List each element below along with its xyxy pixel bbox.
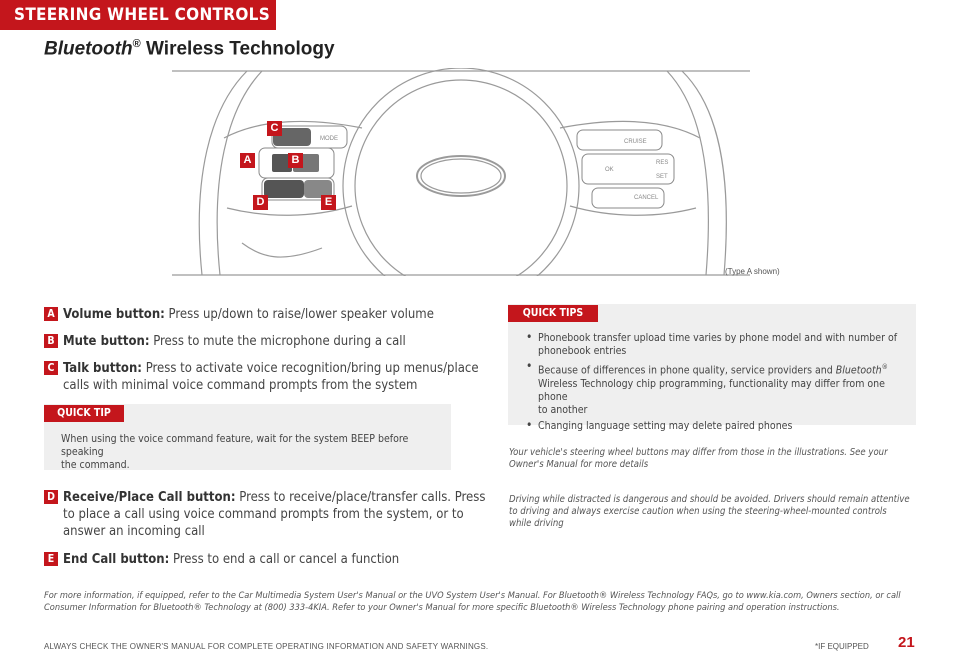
- item-letter: B: [44, 334, 58, 348]
- item-letter: D: [44, 490, 58, 504]
- quick-tip-line: When using the voice command feature, wa…: [61, 433, 409, 458]
- title-reg: ®: [132, 38, 141, 50]
- item-talk: C Talk button: Press to activate voice re…: [44, 360, 479, 394]
- footer-warning: ALWAYS CHECK THE OWNER'S MANUAL FOR COMP…: [44, 642, 489, 651]
- more-info-line: Consumer Information for Bluetooth® Tech…: [44, 602, 840, 613]
- item-letter: E: [44, 552, 58, 566]
- res-label: RES: [656, 160, 668, 166]
- more-info-note: For more information, if equipped, refer…: [44, 590, 944, 614]
- item-name: Mute button:: [63, 334, 150, 349]
- tip-line: Wireless Technology chip programming, fu…: [538, 377, 885, 403]
- tip-item: Changing language setting may delete pai…: [526, 419, 911, 433]
- callout-a: A: [240, 153, 255, 168]
- section-tab: STEERING WHEEL CONTROLS: [0, 0, 276, 30]
- item-name: Volume button:: [63, 307, 165, 322]
- callout-c: C: [267, 121, 282, 136]
- mode-label: MODE: [320, 136, 338, 142]
- note-line: Owner's Manual for more details: [509, 459, 649, 470]
- item-name: Talk button:: [63, 361, 142, 376]
- item-end-call: E End Call button: Press to end a call or…: [44, 551, 399, 568]
- footer-if-equipped: *IF EQUIPPED: [815, 642, 869, 651]
- item-call: D Receive/Place Call button: Press to rec…: [44, 489, 485, 540]
- ok-label: OK: [605, 167, 614, 173]
- note-line: while driving: [509, 518, 564, 529]
- item-desc-cont: answer an incoming call: [63, 524, 205, 539]
- title-bluetooth: Bluetooth: [44, 38, 133, 60]
- item-letter: C: [44, 361, 58, 375]
- section-label: STEERING WHEEL CONTROLS: [14, 5, 271, 25]
- more-info-line: For more information, if equipped, refer…: [44, 590, 901, 601]
- tip-item: Because of differences in phone quality,…: [526, 360, 911, 417]
- callout-d: D: [253, 195, 268, 210]
- item-desc-cont: calls with minimal voice command prompts…: [63, 378, 418, 393]
- item-letter: A: [44, 307, 58, 321]
- item-desc: Press to receive/place/transfer calls. P…: [235, 490, 486, 505]
- quick-tips-text: Phonebook transfer upload time varies by…: [526, 331, 911, 436]
- item-desc: Press to end a call or cancel a function: [169, 552, 400, 567]
- distracted-note: Driving while distracted is dangerous an…: [509, 494, 919, 530]
- tip-line: Phonebook transfer upload time varies by…: [538, 332, 898, 344]
- item-mute: B Mute button: Press to mute the micropho…: [44, 333, 406, 350]
- quick-tips-list: Phonebook transfer upload time varies by…: [526, 331, 911, 433]
- quick-tip-label: QUICK TIP: [44, 405, 124, 422]
- callout-b: B: [288, 153, 303, 168]
- cruise-label: CRUISE: [624, 139, 647, 145]
- item-name: End Call button:: [63, 552, 170, 567]
- callout-e: E: [321, 195, 336, 210]
- item-desc: Press to mute the microphone during a ca…: [149, 334, 406, 349]
- tip-bluetooth: Bluetooth: [835, 364, 882, 377]
- set-label: SET: [656, 174, 668, 180]
- tip-line: phonebook entries: [538, 345, 627, 357]
- item-desc: Press to activate voice recognition/brin…: [141, 361, 479, 376]
- page-number: 21: [898, 634, 915, 651]
- title-rest: Wireless Technology: [140, 38, 335, 60]
- quick-tip-line: the command.: [61, 459, 130, 471]
- quick-tips-label: QUICK TIPS: [508, 305, 598, 322]
- steering-wheel-illustration: MODE CRUISE OK CANCEL RES SET: [172, 68, 750, 276]
- variation-note: Your vehicle's steering wheel buttons ma…: [509, 447, 919, 471]
- type-note: (Type A shown): [725, 267, 780, 276]
- quick-tip-text: When using the voice command feature, wa…: [61, 433, 446, 472]
- tip-reg: ®: [881, 363, 888, 371]
- note-line: Driving while distracted is dangerous an…: [509, 494, 910, 505]
- tip-line: Changing language setting may delete pai…: [538, 419, 793, 432]
- item-desc: Press up/down to raise/lower speaker vol…: [164, 307, 434, 322]
- note-line: to driving and always exercise caution w…: [509, 506, 887, 517]
- item-desc-cont: to place a call using voice command prom…: [63, 507, 464, 522]
- cancel-label: CANCEL: [634, 195, 659, 201]
- page-title: Bluetooth® Wireless Technology: [44, 38, 335, 60]
- item-volume: A Volume button: Press up/down to raise/l…: [44, 306, 434, 323]
- item-name: Receive/Place Call button:: [63, 490, 236, 505]
- tip-item: Phonebook transfer upload time varies by…: [526, 331, 911, 358]
- note-line: Your vehicle's steering wheel buttons ma…: [509, 447, 888, 458]
- tip-line: Because of differences in phone quality,…: [538, 364, 836, 377]
- tip-line: to another: [538, 403, 588, 416]
